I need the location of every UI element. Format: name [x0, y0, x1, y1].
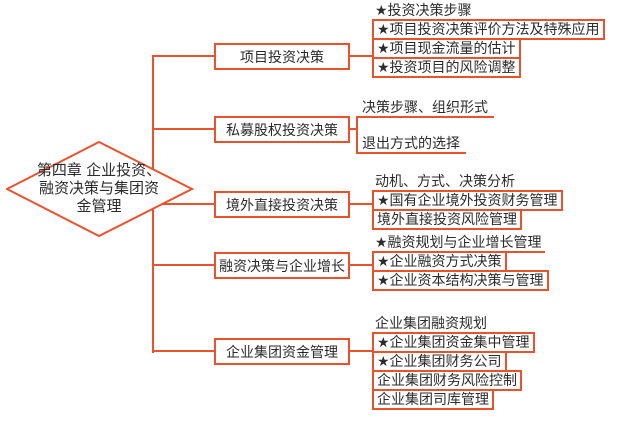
- leaf-node: 企业集团融资规划: [372, 315, 490, 334]
- leaf-group-4: ★融资规划与企业增长管理 ★企业融资方式决策 ★企业资本结构决策与管理: [372, 234, 549, 291]
- leaf-group-5: 企业集团融资规划 ★企业集团资金集中管理 ★企业集团财务公司 企业集团财务风险控…: [372, 315, 535, 410]
- leaf-connector-4: [350, 264, 372, 266]
- branch-connector-3: [152, 203, 214, 205]
- leaf-spine-line: [356, 117, 358, 154]
- branch-connector-4: [152, 264, 214, 266]
- leaf-node: ★投资项目的风险调整: [372, 57, 521, 78]
- leaf-node: 企业集团财务风险控制: [372, 370, 522, 391]
- leaf-group-3: 动机、方式、决策分析 ★国有企业境外投资财务管理 境外直接投资风险管理: [372, 173, 563, 230]
- branch-connector-2: [152, 128, 214, 130]
- root-node-diamond-shape: [6, 141, 194, 238]
- leaf-node: ★企业资本结构决策与管理: [372, 270, 549, 291]
- branch-node-financing-growth: 融资决策与企业增长: [214, 252, 350, 279]
- leaf-node: ★企业集团财务公司: [372, 351, 507, 372]
- leaf-node: 退出方式的选择: [356, 135, 466, 154]
- branch-node-group-capital: 企业集团资金管理: [214, 338, 350, 365]
- branch-connector-1: [152, 55, 214, 57]
- leaf-connector-1: [350, 55, 372, 57]
- leaf-node: 境外直接投资风险管理: [372, 209, 522, 230]
- leaf-connector-5: [350, 350, 372, 352]
- leaf-connector-2: [350, 128, 356, 130]
- leaf-node: ★企业融资方式决策: [372, 251, 507, 272]
- leaf-node: 企业集团司库管理: [372, 389, 494, 410]
- leaf-group-1: ★投资决策步骤 ★项目投资决策评价方法及特殊应用 ★项目现金流量的估计 ★投资项…: [372, 2, 605, 78]
- leaf-node: ★项目现金流量的估计: [372, 38, 521, 59]
- leaf-node: ★企业集团资金集中管理: [372, 332, 535, 353]
- root-node-label: 第四章 企业投资、融资决策与集团资金管理: [36, 162, 162, 215]
- leaf-node: ★国有企业境外投资财务管理: [372, 190, 563, 211]
- leaf-connector-3: [350, 203, 372, 205]
- branch-node-project-investment: 项目投资决策: [214, 43, 350, 70]
- leaf-node: 决策步骤、组织形式: [356, 99, 494, 118]
- leaf-node: ★融资规划与企业增长管理: [372, 234, 545, 253]
- leaf-node: ★投资决策步骤: [372, 2, 475, 21]
- branch-node-private-equity: 私募股权投资决策: [214, 116, 350, 143]
- branch-connector-5: [152, 350, 214, 352]
- leaf-node: 动机、方式、决策分析: [372, 173, 518, 192]
- branch-node-overseas-investment: 境外直接投资决策: [214, 191, 350, 218]
- leaf-group-2: 决策步骤、组织形式 退出方式的选择: [356, 99, 494, 154]
- leaf-node: ★项目投资决策评价方法及特殊应用: [372, 19, 605, 40]
